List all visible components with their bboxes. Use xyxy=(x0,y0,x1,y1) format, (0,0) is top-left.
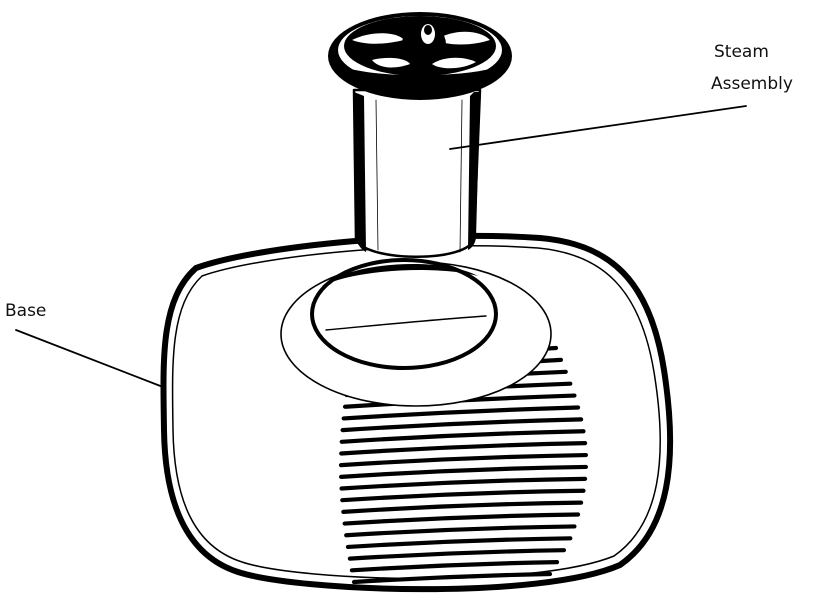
base-label: Base xyxy=(5,301,46,321)
steam-cap xyxy=(328,12,512,100)
cap-knob-top xyxy=(424,25,432,35)
steam-assembly-label-line2: Assembly xyxy=(711,74,793,94)
steam-assembly-label-line1: Steam xyxy=(714,42,769,62)
base-leader-line xyxy=(16,330,163,387)
steam-assembly xyxy=(328,12,512,257)
steam-tube-shade-right xyxy=(468,92,480,250)
top-opening xyxy=(281,260,551,406)
steam-assembly-leader-line xyxy=(450,106,746,149)
